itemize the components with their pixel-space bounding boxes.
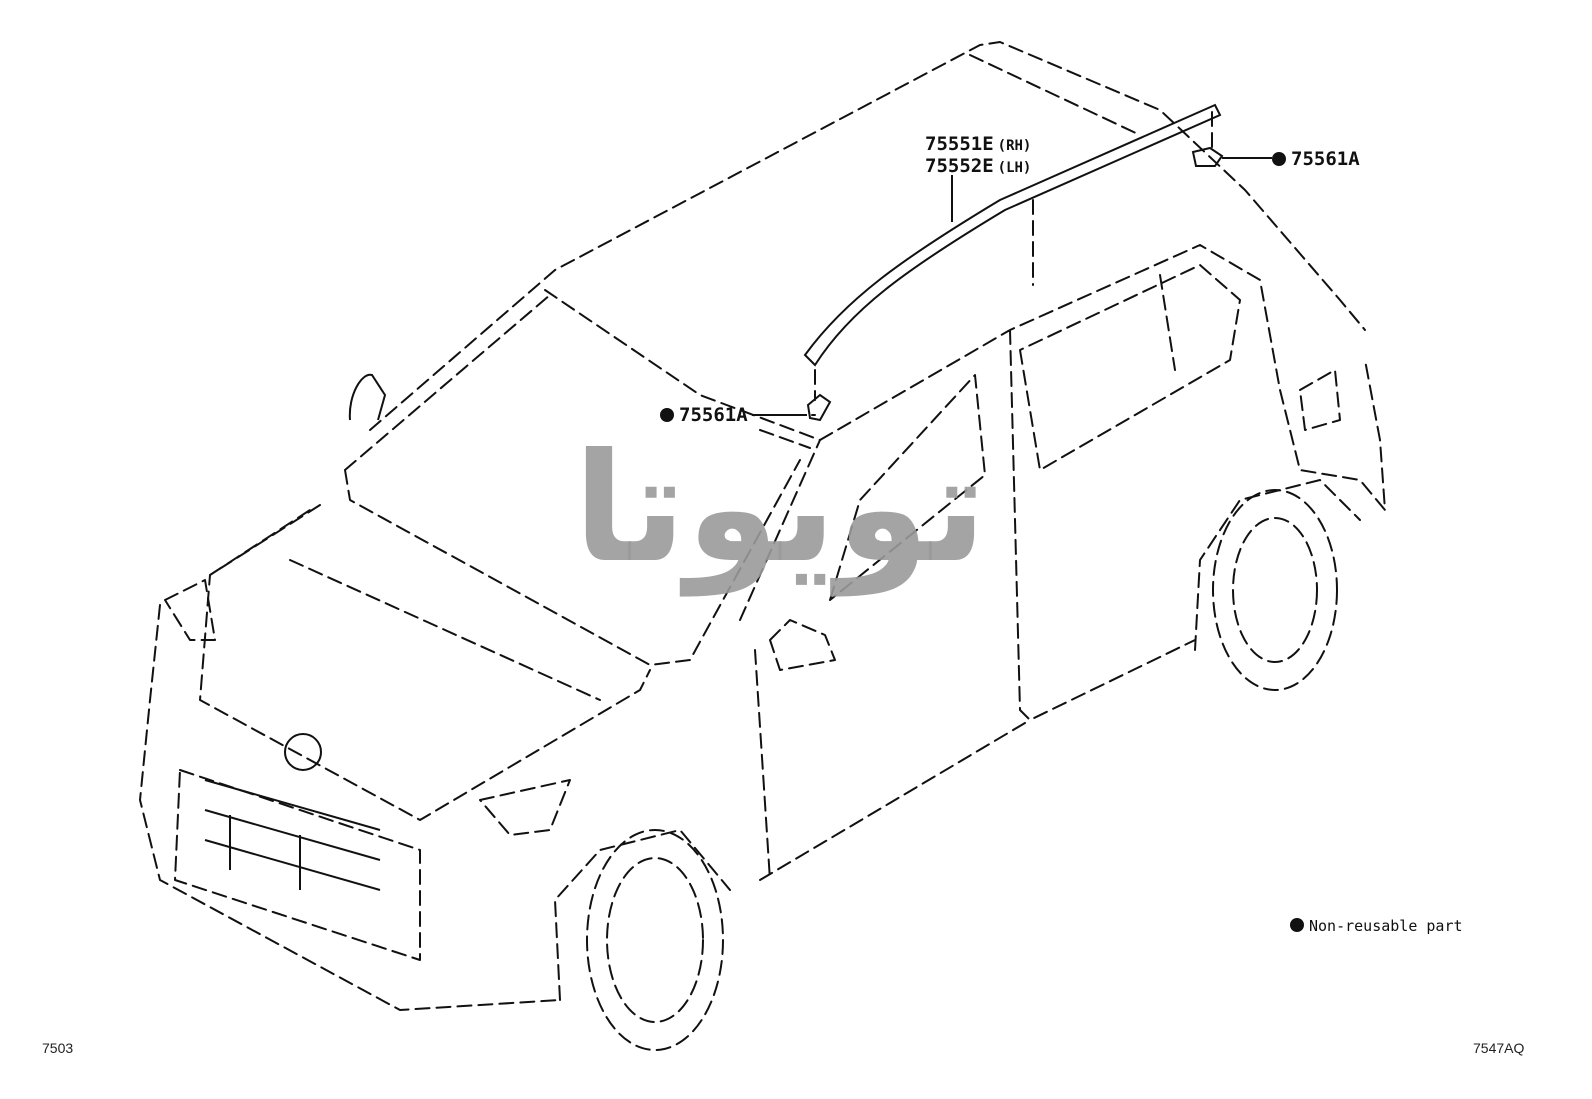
footer-left-code: 7503 bbox=[42, 1040, 74, 1056]
legend-text: Non-reusable part bbox=[1309, 917, 1463, 935]
roof-inner-line bbox=[544, 289, 821, 441]
clip-front bbox=[806, 393, 832, 422]
part-number: 75552E bbox=[925, 155, 994, 177]
non-reusable-bullet-icon bbox=[1272, 152, 1286, 166]
rear-wheel-rim bbox=[1232, 517, 1318, 663]
side-indicator: (RH) bbox=[997, 138, 1032, 154]
antenna bbox=[348, 373, 387, 421]
front-door-window bbox=[829, 374, 986, 601]
side-mirror bbox=[769, 619, 836, 671]
callout-lh: 75552E(LH) bbox=[925, 157, 1031, 176]
a-pillar bbox=[739, 439, 821, 881]
part-number: 75551E bbox=[925, 133, 994, 155]
rear-wheel bbox=[1212, 489, 1338, 691]
roof-molding bbox=[803, 103, 1222, 367]
grille-detail bbox=[204, 779, 381, 891]
part-number: 75561A bbox=[1291, 148, 1360, 170]
headlamp-right bbox=[479, 779, 571, 836]
footer-right-code: 7547AQ bbox=[1473, 1040, 1525, 1056]
roof-outline bbox=[369, 41, 1366, 431]
windshield bbox=[344, 294, 801, 666]
non-reusable-bullet-icon bbox=[660, 408, 674, 422]
part-number: 75561A bbox=[679, 404, 748, 426]
leader-clip-rear bbox=[1032, 111, 1213, 286]
front-emblem bbox=[284, 733, 322, 771]
non-reusable-bullet-icon bbox=[1290, 918, 1304, 932]
front-wheel-rim bbox=[606, 857, 704, 1023]
callout-clip-rear: 75561A bbox=[1272, 150, 1360, 169]
rear-lamp bbox=[1299, 369, 1341, 431]
watermark-text: تویوتا bbox=[573, 422, 986, 597]
front-wheel-arch bbox=[554, 829, 731, 1001]
front-fascia bbox=[139, 604, 561, 1011]
roof-rear-edge bbox=[969, 54, 1141, 136]
headlamp-left bbox=[164, 579, 216, 641]
body-side bbox=[759, 244, 1386, 881]
callout-rh: 75551E(RH) bbox=[925, 135, 1031, 154]
callout-clip-front: 75561A bbox=[660, 406, 748, 425]
clip-rear bbox=[1191, 146, 1224, 167]
legend: Non-reusable part bbox=[1290, 918, 1463, 934]
front-wheel bbox=[586, 829, 724, 1051]
hood bbox=[199, 504, 651, 821]
rear-wheel-arch bbox=[1194, 479, 1361, 651]
side-indicator: (LH) bbox=[997, 160, 1032, 176]
rear-door-window bbox=[1019, 264, 1241, 471]
